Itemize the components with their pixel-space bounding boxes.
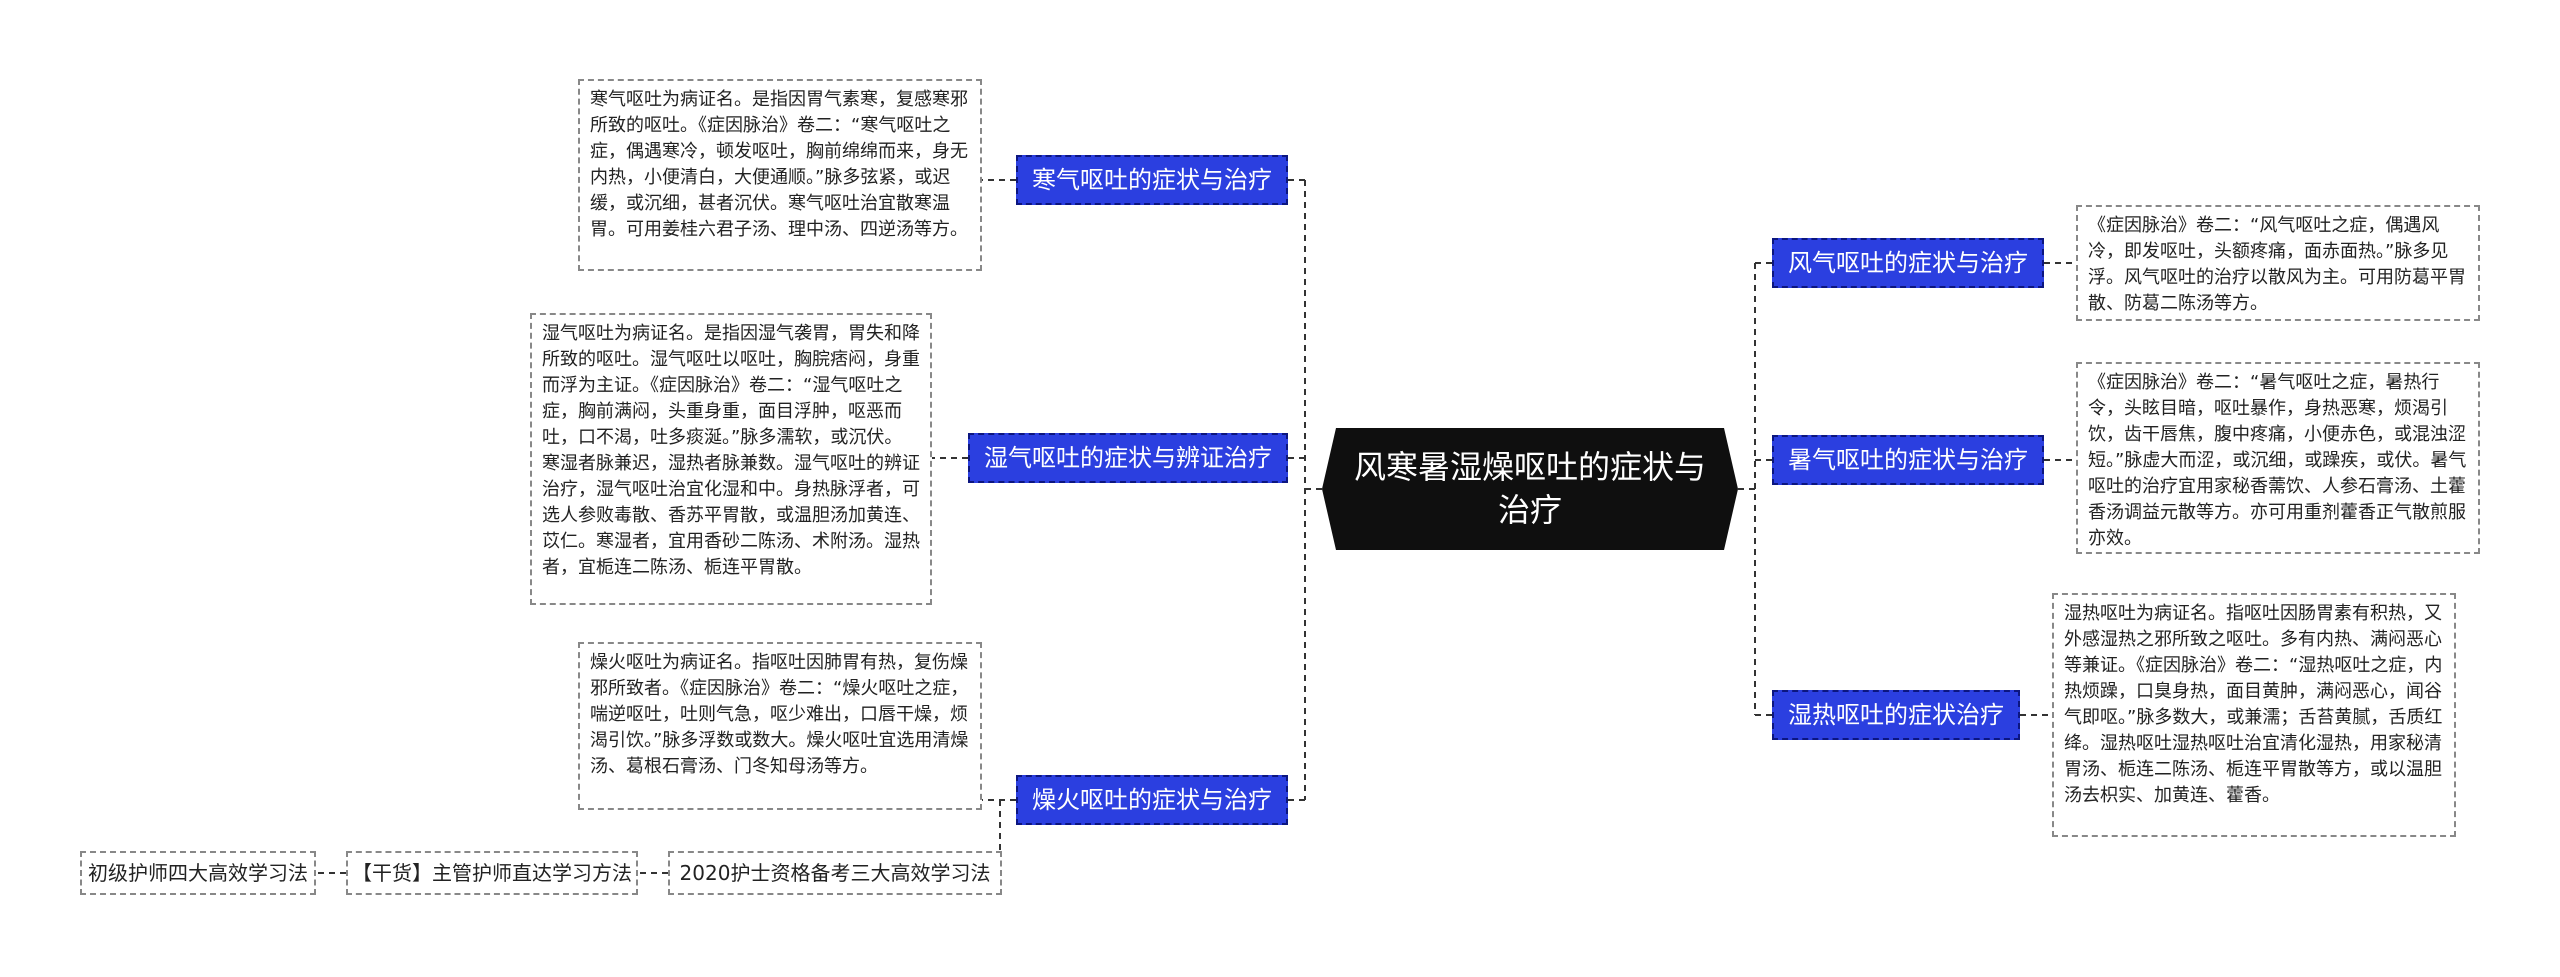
topic-label: 寒气呕吐的症状与治疗 <box>1032 166 1272 194</box>
related-article-label: 2020护士资格备考三大高效学习法 <box>679 861 991 885</box>
topic-label: 暑气呕吐的症状与治疗 <box>1788 446 2028 474</box>
topic-label: 湿气呕吐的症状与辨证治疗 <box>984 444 1272 472</box>
topic-dampheat-vomiting[interactable]: 湿热呕吐的症状治疗 <box>1772 690 2020 740</box>
central-topic-label: 风寒暑湿燥呕吐的症状与治疗 <box>1353 447 1706 529</box>
topic-dryfire-vomiting[interactable]: 燥火呕吐的症状与治疗 <box>1016 775 1288 825</box>
topic-summerheat-vomiting[interactable]: 暑气呕吐的症状与治疗 <box>1772 435 2044 485</box>
related-article-label: 【干货】主管护师直达学习方法 <box>352 861 632 885</box>
related-article-link[interactable]: 初级护师四大高效学习法 <box>80 851 316 895</box>
topic-label: 燥火呕吐的症状与治疗 <box>1032 786 1272 814</box>
topic-cold-vomiting[interactable]: 寒气呕吐的症状与治疗 <box>1016 155 1288 205</box>
note-damp-vomiting: 湿气呕吐为病证名。是指因湿气袭胃，胃失和降所致的呕吐。湿气呕吐以呕吐，胸脘痞闷，… <box>530 313 932 605</box>
topic-label: 湿热呕吐的症状治疗 <box>1788 701 2004 729</box>
related-article-label: 初级护师四大高效学习法 <box>88 861 308 885</box>
central-topic[interactable]: 风寒暑湿燥呕吐的症状与治疗 <box>1322 428 1738 550</box>
connector-line <box>999 800 1002 874</box>
topic-wind-vomiting[interactable]: 风气呕吐的症状与治疗 <box>1772 238 2044 288</box>
topic-damp-vomiting[interactable]: 湿气呕吐的症状与辨证治疗 <box>968 433 1288 483</box>
note-summerheat-vomiting: 《症因脉治》卷二：“暑气呕吐之症，暑热行令，头眩目暗，呕吐暴作，身热恶寒，烦渴引… <box>2076 362 2480 554</box>
note-cold-vomiting: 寒气呕吐为病证名。是指因胃气素寒，复感寒邪所致的呕吐。《症因脉治》卷二：“寒气呕… <box>578 79 982 271</box>
note-dampheat-vomiting: 湿热呕吐为病证名。指呕吐因肠胃素有积热，又外感湿热之邪所致之呕吐。多有内热、满闷… <box>2052 593 2456 837</box>
note-dryfire-vomiting: 燥火呕吐为病证名。指呕吐因肺胃有热，复伤燥邪所致者。《症因脉治》卷二：“燥火呕吐… <box>578 642 982 810</box>
related-article-link[interactable]: 【干货】主管护师直达学习方法 <box>346 851 638 895</box>
note-wind-vomiting: 《症因脉治》卷二：“风气呕吐之症，偶遇风冷，即发呕吐，头额疼痛，面赤面热。”脉多… <box>2076 205 2480 321</box>
topic-label: 风气呕吐的症状与治疗 <box>1788 249 2028 277</box>
related-article-link[interactable]: 2020护士资格备考三大高效学习法 <box>668 851 1002 895</box>
